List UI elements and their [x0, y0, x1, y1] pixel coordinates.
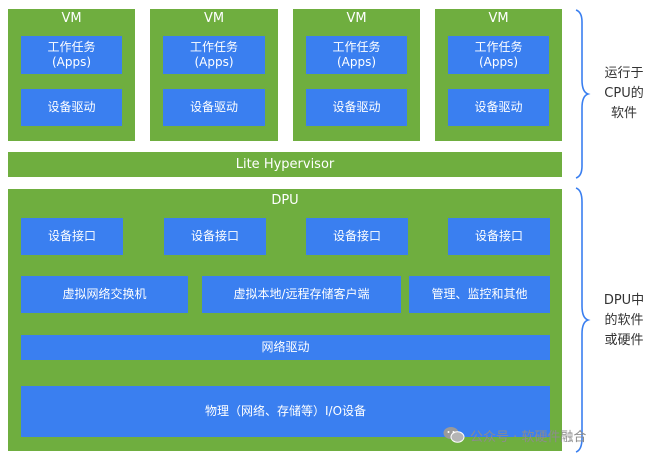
dpu-software-label: DPU中 的软件 或硬件 — [594, 291, 654, 351]
apps-box: 工作任务 (Apps) — [21, 36, 122, 74]
label-line: 或硬件 — [604, 333, 644, 348]
device-driver-box: 设备驱动 — [448, 89, 549, 126]
vm-title: VM — [203, 11, 225, 26]
vm-box-1: VM 工作任务 (Apps) 设备驱动 — [8, 9, 135, 141]
apps-box: 工作任务 (Apps) — [306, 36, 407, 74]
watermark: 公众号 · 软硬件融合 — [443, 424, 586, 446]
apps-sublabel: (Apps) — [336, 55, 377, 69]
device-interface-box: 设备接口 — [21, 218, 123, 255]
label-line: 运行于 — [604, 66, 644, 81]
device-interface-box: 设备接口 — [306, 218, 408, 255]
apps-sublabel: (Apps) — [51, 55, 92, 69]
cpu-software-label: 运行于 CPU的 软件 — [594, 64, 654, 124]
apps-sublabel: (Apps) — [194, 55, 234, 69]
apps-sublabel: (Apps) — [478, 55, 519, 69]
vm-title: VM — [61, 11, 82, 26]
label-line: CPU的 — [604, 86, 644, 101]
device-interface-box: 设备接口 — [164, 218, 266, 255]
dpu-container: DPU 设备接口 设备接口 设备接口 设备接口 虚拟网络交换机 虚拟本地/远程存… — [8, 189, 562, 451]
label-line: DPU中 — [603, 293, 645, 308]
lite-hypervisor-bar: Lite Hypervisor — [8, 152, 562, 177]
virtual-switch-box: 虚拟网络交换机 — [21, 276, 188, 313]
top-brace — [575, 9, 591, 179]
physical-io-box: 物理（网络、存储等）I/O设备 — [21, 386, 550, 437]
apps-label: 工作任务 — [47, 40, 96, 54]
apps-box: 工作任务 (Apps) — [448, 36, 549, 74]
apps-label: 工作任务 — [474, 40, 523, 54]
storage-client-box: 虚拟本地/远程存储客户端 — [202, 276, 401, 313]
device-driver-box: 设备驱动 — [163, 89, 265, 126]
watermark-text: 公众号 · 软硬件融合 — [470, 429, 587, 445]
apps-label: 工作任务 — [189, 40, 238, 54]
vm-box-4: VM 工作任务 (Apps) 设备驱动 — [435, 9, 562, 141]
vm-box-2: VM 工作任务 (Apps) 设备驱动 — [150, 9, 278, 141]
device-driver-box: 设备驱动 — [306, 89, 407, 126]
device-driver-box: 设备驱动 — [21, 89, 122, 126]
device-interface-box: 设备接口 — [448, 218, 550, 255]
label-line: 软件 — [610, 106, 637, 121]
vm-title: VM — [488, 11, 509, 26]
management-box: 管理、监控和其他 — [409, 276, 550, 313]
network-driver-bar: 网络驱动 — [21, 335, 550, 360]
dpu-title: DPU — [271, 193, 299, 208]
apps-label: 工作任务 — [332, 40, 381, 54]
vm-title: VM — [346, 11, 367, 26]
apps-box: 工作任务 (Apps) — [163, 36, 265, 74]
label-line: 的软件 — [604, 313, 644, 328]
dpu-brace — [575, 187, 591, 453]
wechat-icon — [443, 427, 465, 443]
vm-box-3: VM 工作任务 (Apps) 设备驱动 — [293, 9, 420, 141]
